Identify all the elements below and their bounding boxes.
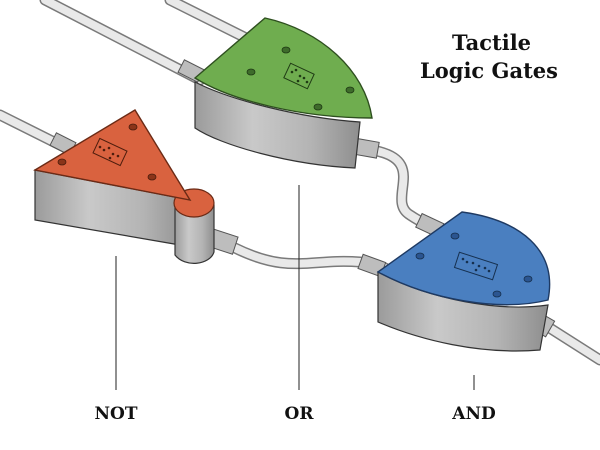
cable-and-output — [539, 319, 600, 366]
and-gate — [376, 211, 551, 352]
and-braille-pad — [453, 251, 499, 281]
cable-or-to-and — [366, 144, 446, 234]
title-line-1: Tactile — [452, 30, 532, 55]
label-or: OR — [284, 404, 314, 424]
cable-or-input-a — [39, 0, 206, 86]
title-line-2: Logic Gates — [420, 58, 558, 83]
label-not: NOT — [94, 404, 138, 424]
leader-lines — [115, 185, 475, 390]
or-gate-top — [193, 17, 373, 119]
label-and: AND — [452, 404, 496, 424]
or-gate — [193, 17, 373, 169]
or-braille-pad — [283, 62, 315, 90]
not-braille-pad — [92, 137, 128, 167]
not-gate — [33, 109, 215, 264]
